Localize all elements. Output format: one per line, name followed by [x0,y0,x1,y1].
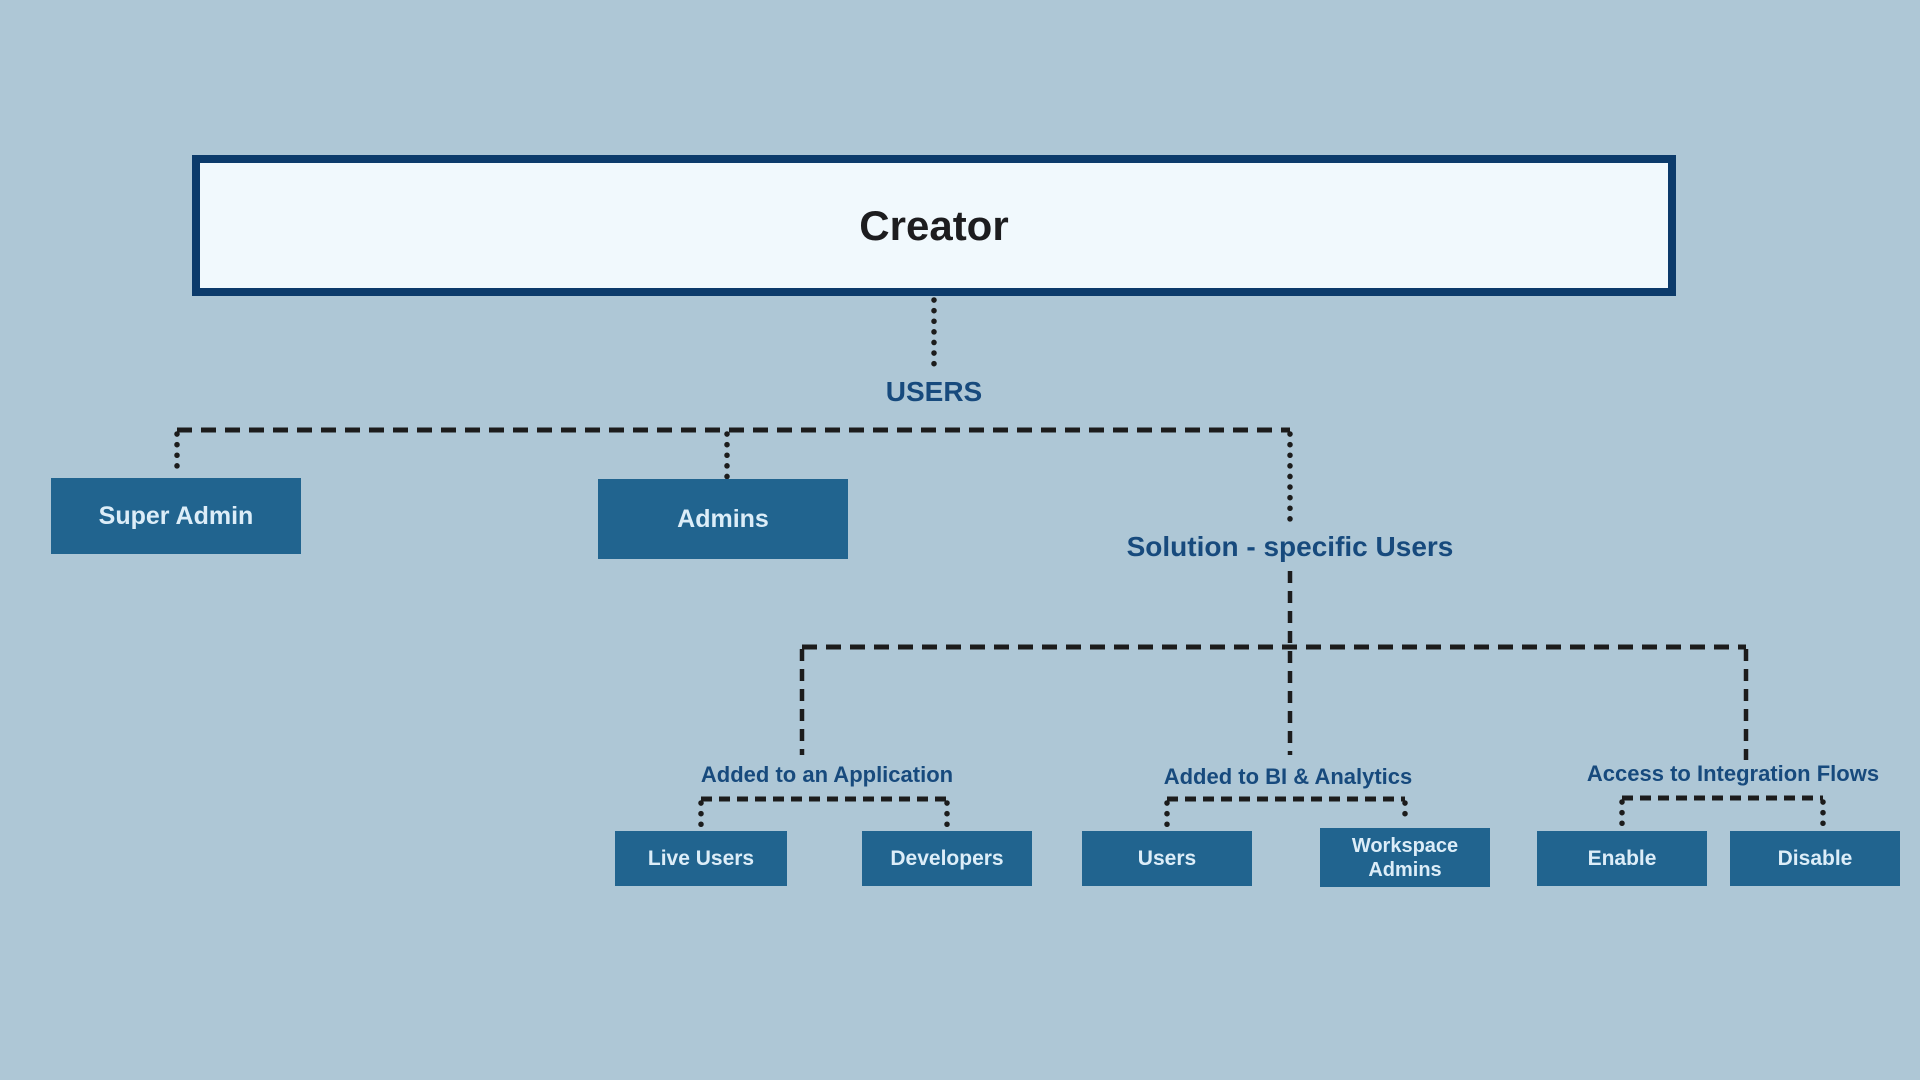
node-developers: Developers [862,831,1032,886]
node-workspace-admins: Workspace Admins [1320,828,1490,887]
label-users: USERS [885,376,983,407]
node-live-users: Live Users [615,831,787,886]
label-added-to-application: Added to an Application [700,762,954,787]
label-solution-specific-users: Solution - specific Users [1126,531,1454,562]
node-creator: Creator [192,155,1676,296]
node-super-admin: Super Admin [51,478,301,554]
node-disable: Disable [1730,831,1900,886]
label-added-to-bi-analytics: Added to BI & Analytics [1163,764,1413,789]
node-admins: Admins [598,479,848,559]
label-access-to-integration-flows: Access to Integration Flows [1586,761,1880,786]
node-enable: Enable [1537,831,1707,886]
node-users: Users [1082,831,1252,886]
